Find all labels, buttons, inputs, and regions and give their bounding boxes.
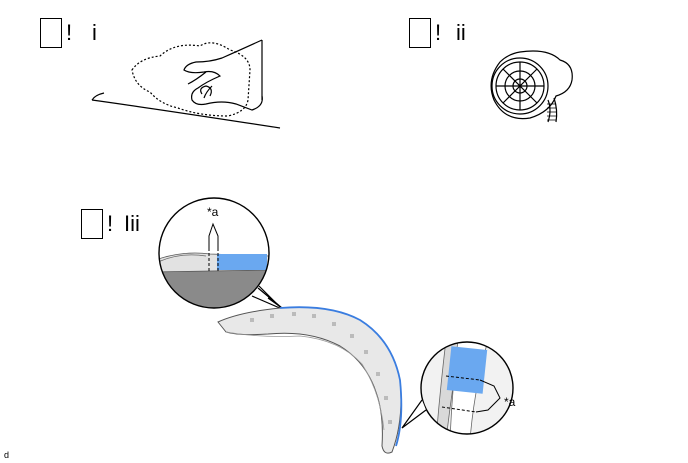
callout-a-top: *a [207,205,219,219]
step-2-label: ii [456,20,466,45]
finger-lines [187,71,213,99]
step-3-mark: ! [107,211,114,236]
step-3-checkbox [81,209,103,239]
right-magnifier [401,341,514,435]
dryer-cord-coil [547,103,556,121]
step-2-mark: ! [435,20,442,45]
hand-swirl [200,85,212,97]
dryer-grill-spokes [496,62,544,110]
right-blue-highlight [446,346,488,394]
top-blue-highlight [217,254,267,270]
panel-edge-bottom [91,99,281,129]
wiping-illustration [91,39,281,129]
fender-liner-inner-edge [225,331,385,431]
fender-liner-blue-edge [279,306,403,447]
fender-liner [217,306,403,454]
fender-clips [250,312,392,424]
cloth-outline [131,42,251,117]
panel-edge-top [91,92,105,101]
step-1-mark: ! [66,20,73,45]
callout-a-right: *a [504,395,516,409]
top-magnifier [158,197,283,310]
figure-code: d [4,450,10,460]
step-1-checkbox [40,18,62,48]
hand-outline [183,39,263,111]
step-2-checkbox [409,18,431,48]
step-3-label: Iii [124,211,140,236]
step-1-label: i [92,20,97,45]
dryer-illustration [490,50,573,123]
fender-liner-body [217,306,402,454]
